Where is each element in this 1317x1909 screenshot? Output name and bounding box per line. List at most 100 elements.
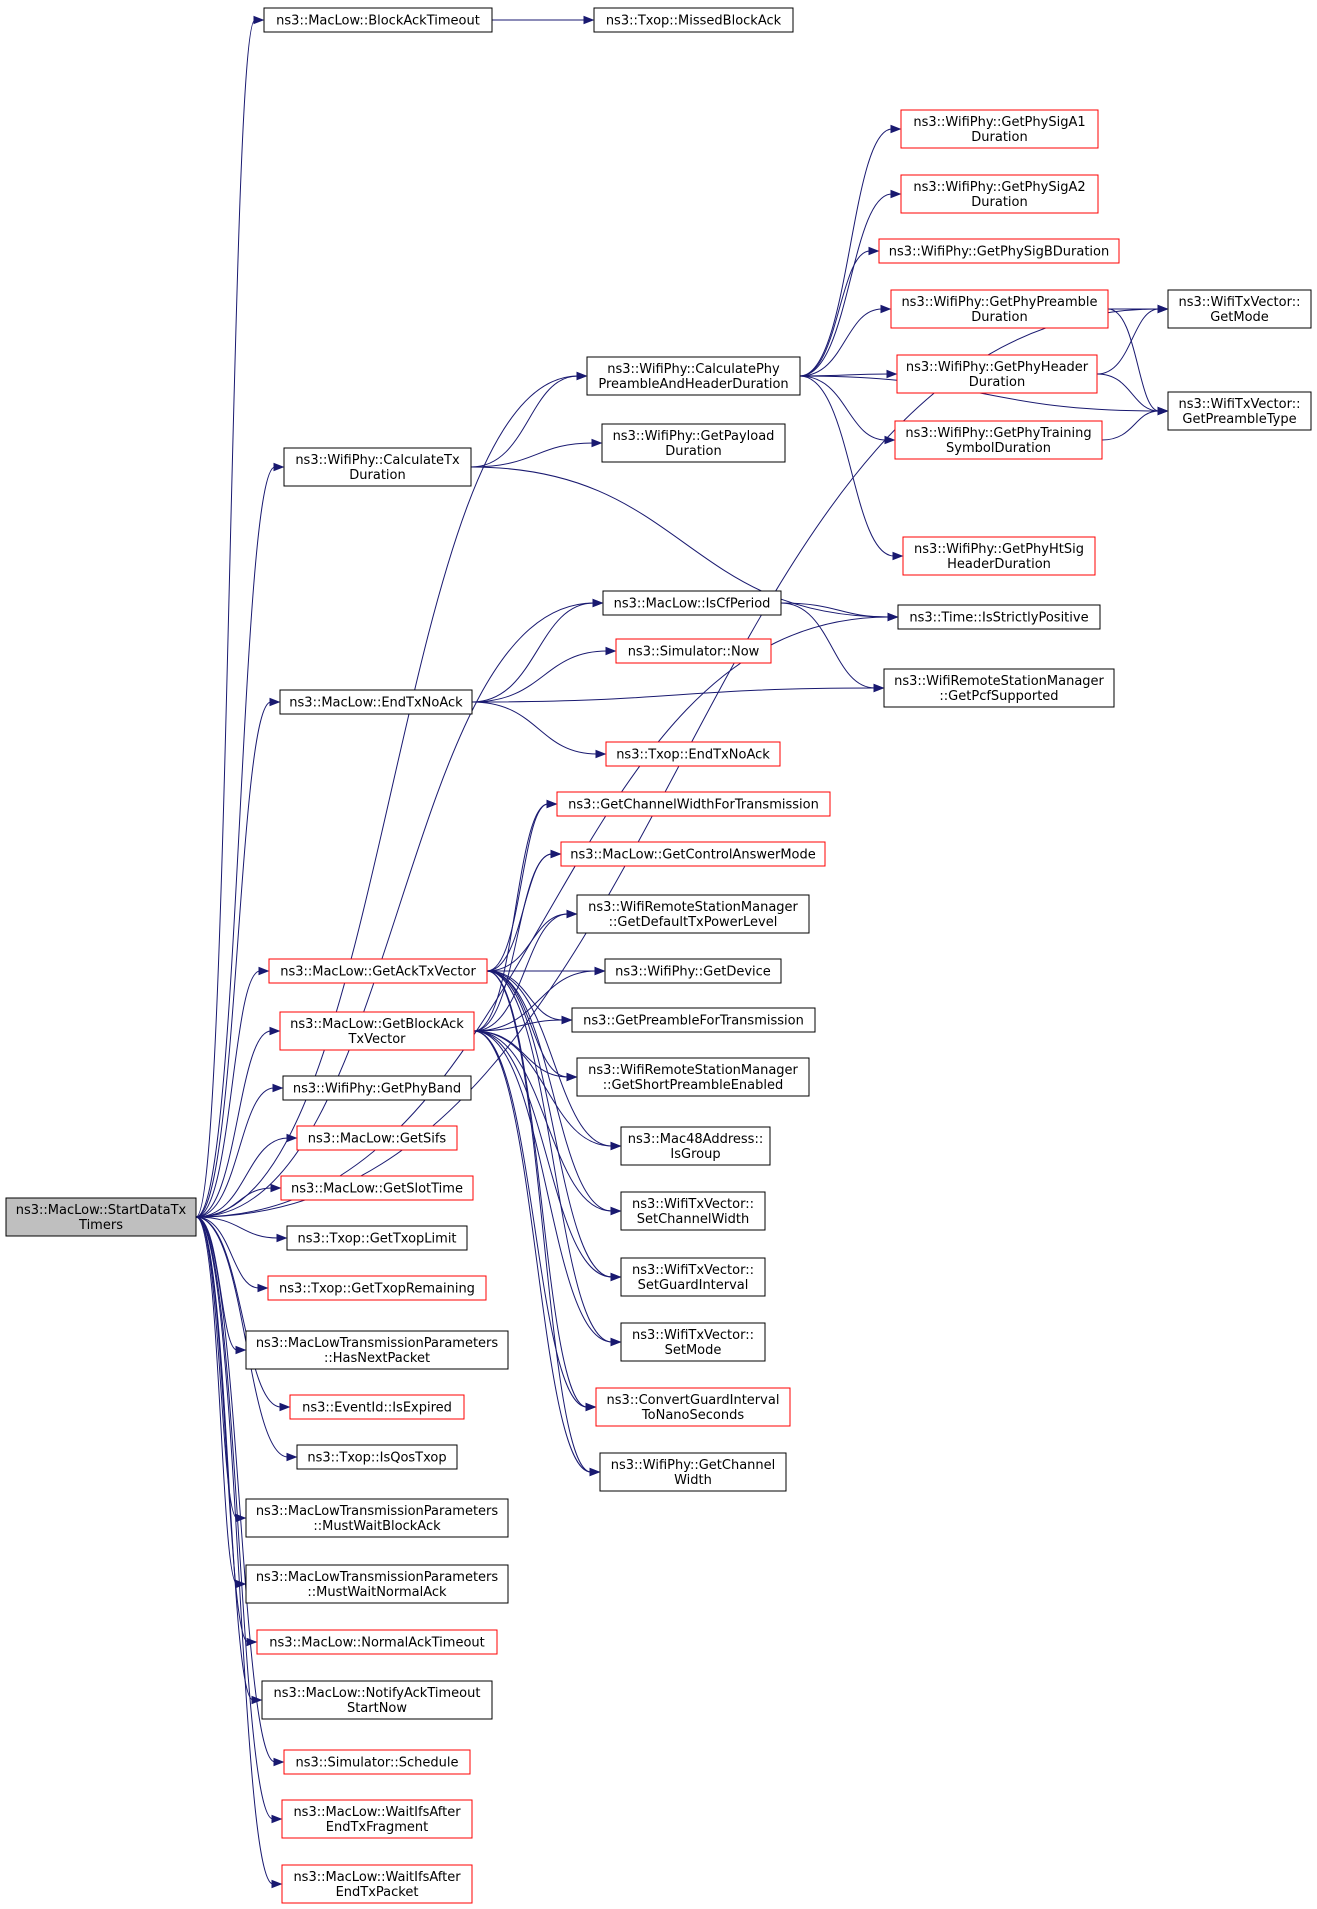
node-mustwaitblockack[interactable]: ns3::MacLowTransmissionParameters::MustW… <box>245 1498 509 1538</box>
node-getacktxvector[interactable]: ns3::MacLow::GetAckTxVector <box>268 958 488 984</box>
node-getpreambletype[interactable]: ns3::WifiTxVector::GetPreambleType <box>1167 391 1312 431</box>
edge-arrowhead <box>269 697 281 707</box>
node-endtxnoack[interactable]: ns3::MacLow::EndTxNoAck <box>279 689 473 715</box>
node-label: ns3::WifiPhy::CalculatePhy <box>607 362 780 377</box>
edge-arrowhead <box>246 1637 258 1647</box>
node-ctrlanswer[interactable]: ns3::MacLow::GetControlAnswerMode <box>560 841 826 867</box>
node-simschedule[interactable]: ns3::Simulator::Schedule <box>283 1749 471 1775</box>
node-label: ns3::GetPreambleForTransmission <box>583 1014 804 1029</box>
edge-getblockacktxvector-to-isgroup <box>473 1030 622 1151</box>
node-pcfsupported[interactable]: ns3::WifiRemoteStationManager::GetPcfSup… <box>883 668 1115 708</box>
edge-root-to-blockacktimeout <box>195 15 265 1218</box>
node-box <box>289 1394 465 1420</box>
node-mustwaitnormalack[interactable]: ns3::MacLowTransmissionParameters::MustW… <box>245 1564 509 1604</box>
edge-line <box>486 803 549 972</box>
node-setchanwidth[interactable]: ns3::WifiTxVector::SetChannelWidth <box>620 1191 766 1231</box>
node-getsifs[interactable]: ns3::MacLow::GetSifs <box>296 1125 458 1151</box>
node-shortpreamble[interactable]: ns3::WifiRemoteStationManager::GetShortP… <box>576 1057 810 1097</box>
edge-calcpreamble-to-sigB <box>799 246 880 377</box>
edge-line <box>195 1216 238 1585</box>
node-sigB[interactable]: ns3::WifiPhy::GetPhySigBDuration <box>878 238 1120 264</box>
node-txopremaining[interactable]: ns3::Txop::GetTxopRemaining <box>267 1275 487 1301</box>
node-getphyband[interactable]: ns3::WifiPhy::GetPhyBand <box>282 1075 472 1101</box>
edge-root-to-waitifspacket <box>195 1216 283 1889</box>
edge-arrowhead <box>884 435 896 445</box>
node-getmode[interactable]: ns3::WifiTxVector::GetMode <box>1167 289 1312 329</box>
edge-arrowhead <box>592 598 604 608</box>
node-setguard[interactable]: ns3::WifiTxVector::SetGuardInterval <box>620 1257 766 1297</box>
edge-arrowhead <box>271 1814 283 1824</box>
edge-arrowhead <box>235 1579 247 1589</box>
edges-layer <box>195 15 1169 1889</box>
edge-line <box>471 650 608 703</box>
node-label: ns3::WifiPhy::CalculateTx <box>295 453 460 468</box>
node-label: Timers <box>78 1218 123 1233</box>
edge-arrowhead <box>279 1402 291 1412</box>
node-trainingdur[interactable]: ns3::WifiPhy::GetPhyTrainingSymbolDurati… <box>894 420 1103 460</box>
node-label: ns3::ConvertGuardInterval <box>607 1393 780 1408</box>
node-box <box>5 1197 197 1237</box>
node-txoplimit[interactable]: ns3::Txop::GetTxopLimit <box>286 1225 468 1251</box>
edge-root-to-mustwaitnormalack <box>195 1216 247 1589</box>
edge-calcpreamble-to-sigA2 <box>799 189 902 377</box>
edge-getblockacktxvector-to-setchanwidth <box>473 1030 622 1216</box>
node-getdevice[interactable]: ns3::WifiPhy::GetDevice <box>604 958 782 984</box>
edge-root-to-waitifsfrag <box>195 1216 283 1824</box>
edge-line <box>195 375 579 1218</box>
node-box <box>286 1225 468 1251</box>
edge-arrowhead <box>273 462 285 472</box>
node-label: EndTxPacket <box>336 1885 419 1900</box>
node-defaultpower[interactable]: ns3::WifiRemoteStationManager::GetDefaul… <box>576 894 810 934</box>
edge-getacktxvector-to-chanwidthtx <box>486 799 558 972</box>
node-isexpired[interactable]: ns3::EventId::IsExpired <box>289 1394 465 1420</box>
node-label: Duration <box>971 130 1027 145</box>
edge-getblockacktxvector-to-setguard <box>473 1030 622 1282</box>
node-strictlypos[interactable]: ns3::Time::IsStrictlyPositive <box>897 604 1101 630</box>
node-setmode[interactable]: ns3::WifiTxVector::SetMode <box>620 1322 766 1362</box>
node-box <box>620 1322 766 1362</box>
edge-arrowhead <box>235 1345 247 1355</box>
node-label: ns3::WifiPhy::GetPhyPreamble <box>901 295 1097 310</box>
node-getslottime[interactable]: ns3::MacLow::GetSlotTime <box>280 1175 474 1201</box>
edge-arrowhead <box>583 15 595 25</box>
node-simnow[interactable]: ns3::Simulator::Now <box>615 638 772 664</box>
node-normalacktimeout[interactable]: ns3::MacLow::NormalAckTimeout <box>256 1629 498 1655</box>
edge-headerdur-to-getmode <box>1096 304 1169 375</box>
edge-line <box>471 602 595 703</box>
node-iscfperiod[interactable]: ns3::MacLow::IsCfPeriod <box>602 590 782 616</box>
node-label: SetChannelWidth <box>637 1212 750 1227</box>
edge-line <box>195 1216 238 1519</box>
edge-line <box>486 970 613 1147</box>
node-box <box>604 958 782 984</box>
node-blockacktimeout[interactable]: ns3::MacLow::BlockAckTimeout <box>263 7 493 33</box>
node-txopendtxnoack[interactable]: ns3::Txop::EndTxNoAck <box>605 741 781 767</box>
node-calcpreamble[interactable]: ns3::WifiPhy::CalculatePhyPreambleAndHea… <box>586 356 801 396</box>
node-isgroup[interactable]: ns3::Mac48Address::IsGroup <box>620 1126 771 1166</box>
edge-line <box>195 1187 273 1218</box>
node-preamblefortx[interactable]: ns3::GetPreambleForTransmission <box>571 1007 816 1033</box>
node-hasnextpacket[interactable]: ns3::MacLowTransmissionParameters::HasNe… <box>245 1330 509 1370</box>
node-label: ns3::Txop::GetTxopLimit <box>297 1232 456 1247</box>
edge-arrowhead <box>270 1183 282 1193</box>
node-missedblockack[interactable]: ns3::Txop::MissedBlockAck <box>593 7 794 33</box>
node-box <box>281 1864 473 1904</box>
edge-arrowhead <box>605 646 617 656</box>
edge-getblockacktxvector-to-convertguard <box>473 1030 597 1412</box>
edge-line <box>1101 410 1160 441</box>
node-chanwidthtx[interactable]: ns3::GetChannelWidthForTransmission <box>556 791 831 817</box>
node-isqostxop[interactable]: ns3::Txop::IsQosTxop <box>296 1444 458 1470</box>
node-getchannelwidth[interactable]: ns3::WifiPhy::GetChannelWidth <box>599 1452 787 1492</box>
